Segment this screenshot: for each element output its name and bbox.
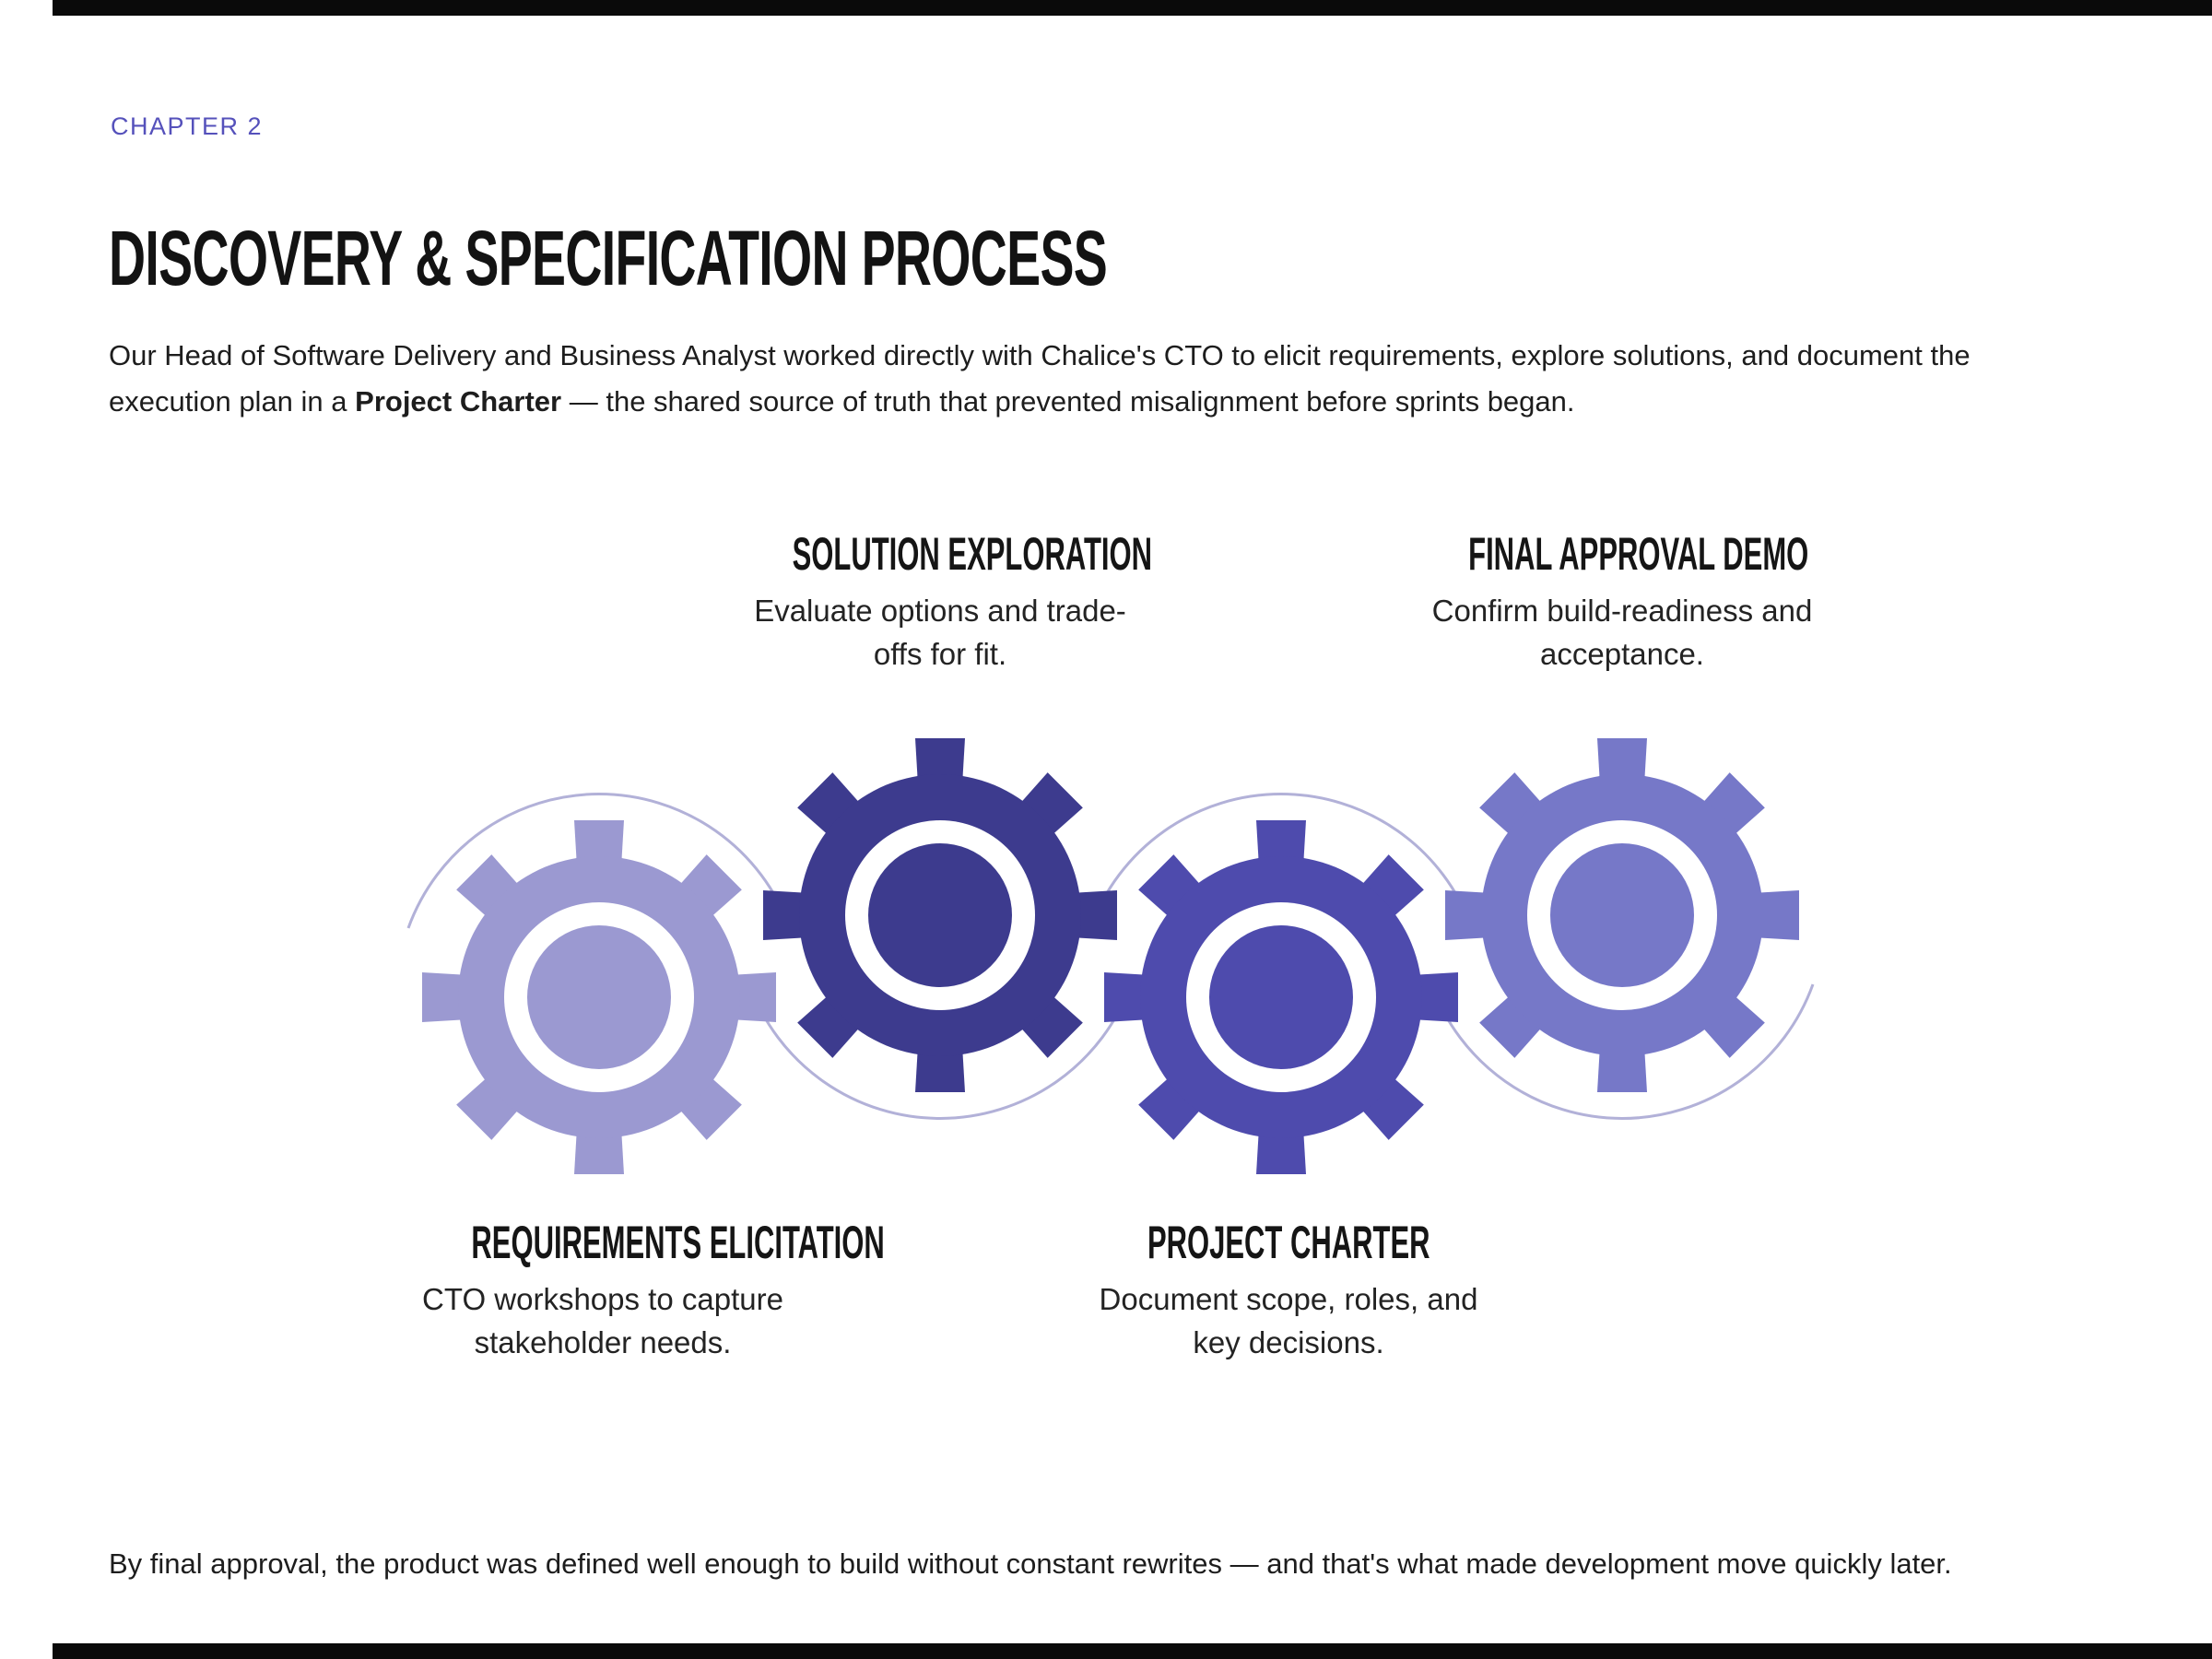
step-heading: FINAL APPROVAL DEMO xyxy=(1468,528,1809,580)
step-project-charter: PROJECT CHARTER Document scope, roles, a… xyxy=(1030,1218,1547,1364)
arc-under-gear-4 xyxy=(1430,983,1815,1120)
step-description: Document scope, roles, and key decisions… xyxy=(1099,1282,1478,1359)
arc-over-gear-1 xyxy=(406,793,792,929)
gear-process-diagram xyxy=(406,738,1815,1174)
step-description: CTO workshops to capture stakeholder nee… xyxy=(422,1282,783,1359)
gear-icon-final xyxy=(1445,738,1799,1092)
arc-over-gear-3 xyxy=(1088,793,1474,929)
arc-under-gear-2 xyxy=(747,983,1133,1120)
gear-icon-charter xyxy=(1104,820,1458,1174)
step-description: Confirm build-readiness and acceptance. xyxy=(1431,594,1813,671)
intro-line2-post: — the shared source of truth that preven… xyxy=(561,385,1575,418)
page-title: DISCOVERY & SPECIFICATION PROCESS xyxy=(109,215,1108,302)
closing-paragraph: By final approval, the product was defin… xyxy=(109,1547,1952,1580)
step-heading: SOLUTION EXPLORATION xyxy=(792,528,1153,580)
intro-line2-pre: execution plan in a xyxy=(109,385,356,418)
step-solution-exploration: SOLUTION EXPLORATION Evaluate options an… xyxy=(682,530,1198,676)
step-requirements-elicitation: REQUIREMENTS ELICITATION CTO workshops t… xyxy=(345,1217,885,1364)
step-heading: PROJECT CHARTER xyxy=(1147,1217,1430,1268)
intro-paragraph: Our Head of Software Delivery and Busine… xyxy=(109,333,2183,425)
bottom-edge-rule xyxy=(53,1643,2212,1659)
step-final-approval-demo: FINAL APPROVAL DEMO Confirm build-readin… xyxy=(1364,530,1880,676)
step-description: Evaluate options and trade- offs for fit… xyxy=(754,594,1126,671)
intro-bold-project-charter: Project Charter xyxy=(355,385,562,418)
gear-icon-solution xyxy=(763,738,1117,1092)
top-edge-rule xyxy=(53,0,2212,16)
step-heading: REQUIREMENTS ELICITATION xyxy=(471,1217,885,1268)
intro-line1: Our Head of Software Delivery and Busine… xyxy=(109,339,1971,371)
chapter-label: CHAPTER 2 xyxy=(111,112,264,140)
gear-icon-requirements xyxy=(422,820,776,1174)
